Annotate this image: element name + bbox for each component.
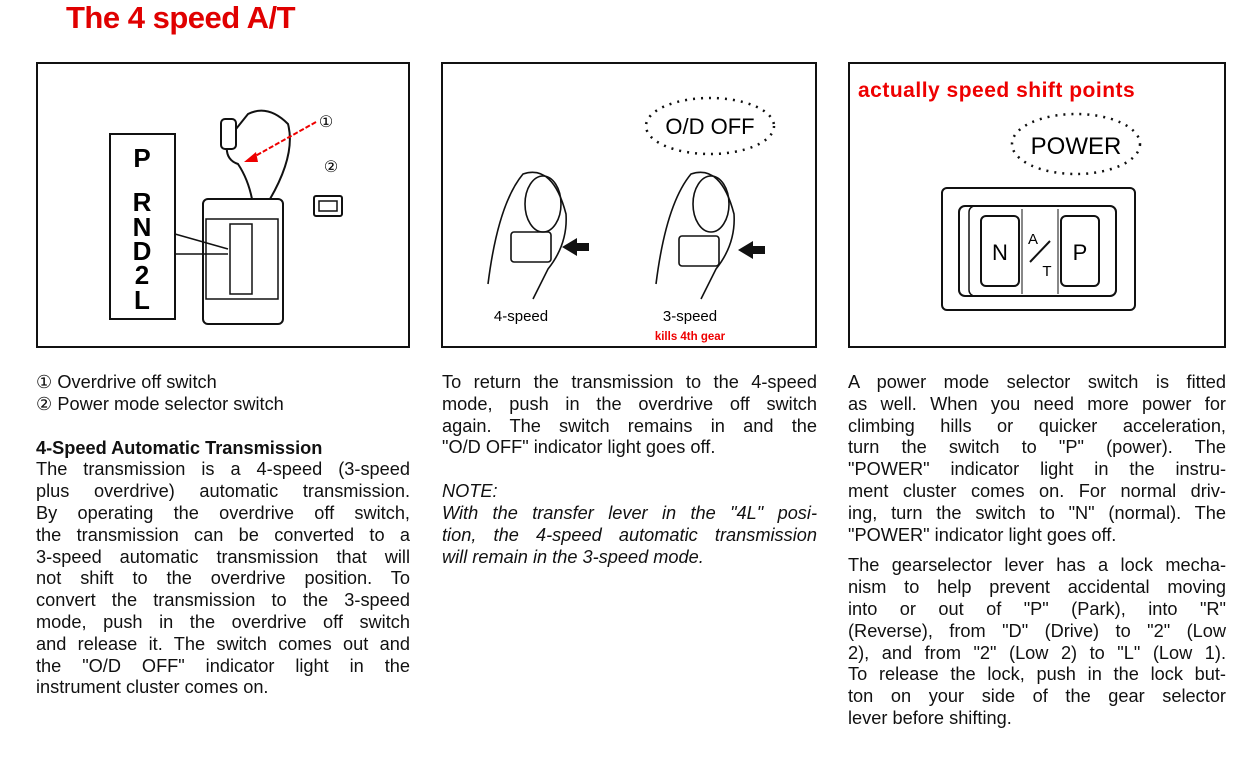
text-line: again. The switch remains in and the	[442, 415, 817, 436]
note-line: With the transfer lever in the "4L" posi…	[442, 502, 817, 523]
pattern-n: N	[133, 212, 152, 242]
text-line: plus overdrive) automatic transmission.	[36, 481, 410, 502]
text-line: nism to help prevent accidental moving	[848, 577, 1226, 598]
note-label: NOTE:	[442, 481, 498, 502]
note-line: tion, the 4-speed automatic transmission	[442, 524, 817, 545]
switch-t: T	[1042, 263, 1051, 280]
speed-shift-annotation: actually speed shift points	[858, 79, 1135, 102]
label-3-speed: 3-speed	[663, 308, 717, 325]
text-line: "POWER" indicator light goes off.	[848, 524, 1117, 545]
callout-2: ②	[324, 159, 338, 176]
text-line: 2), and from "2" (Low 2) to "L" (Low 1).	[848, 642, 1226, 663]
section-heading: 4-Speed Automatic Transmission	[36, 437, 323, 458]
normal-mode-button[interactable]	[980, 215, 1020, 287]
text-line: mode, push in the overdrive off switch	[36, 611, 410, 632]
pattern-l: L	[134, 285, 150, 315]
text-line: as well. When you need more power for	[848, 393, 1226, 414]
text-line: turn the switch to "P" (power). The	[848, 437, 1226, 458]
text-line: mode, push in the overdrive off switch	[442, 393, 817, 414]
text-line: and release it. The switch comes out and	[36, 633, 410, 654]
od-off-indicator: O/D OFF	[665, 114, 754, 139]
figure-gear-selector: P R N D 2 L ① ②	[36, 62, 410, 348]
figure-power-switch: actually speed shift points POWER N P A …	[848, 62, 1226, 348]
figure-overdrive-switch: O/D OFF 4-speed 3-speed kills 4th gear	[441, 62, 817, 348]
column-1-text: ① Overdrive off switch ② Power mode sele…	[36, 372, 410, 699]
switch-n: N	[992, 240, 1008, 265]
kills-4th-gear-note: kills 4th gear	[655, 331, 726, 343]
text-line: To return the transmission to the 4-spee…	[442, 372, 817, 392]
text-line: A power mode selector switch is fitted	[848, 372, 1226, 392]
text-line: The gearselector lever has a lock mecha-	[848, 555, 1226, 576]
text-line: ton on your side of the gear selector	[848, 686, 1226, 707]
text-line: the transmission can be converted to a	[36, 524, 410, 545]
pattern-2: 2	[135, 260, 149, 290]
power-mode-button[interactable]	[1060, 215, 1100, 287]
column-3-text: A power mode selector switch is fitted a…	[848, 372, 1226, 730]
switch-p: P	[1073, 240, 1088, 265]
pattern-r: R	[133, 187, 152, 217]
text-line: climbing hills or quicker acceleration,	[848, 415, 1226, 436]
text-line: ment cluster comes on. For normal driv-	[848, 480, 1226, 501]
text-line: "POWER" indicator light in the instru-	[848, 459, 1226, 480]
column-2-text: To return the transmission to the 4-spee…	[442, 372, 817, 568]
power-switch-illustration: actually speed shift points POWER N P A …	[858, 79, 1142, 311]
switch-a: A	[1028, 231, 1038, 248]
text-line: lever before shifting.	[848, 707, 1012, 728]
text-line: (Reverse), from "D" (Drive) to "2" (Low	[848, 620, 1226, 641]
text-line: The transmission is a 4-speed (3-speed	[36, 459, 410, 480]
overdrive-switch-illustration: O/D OFF 4-speed 3-speed kills 4th gear	[487, 96, 776, 343]
legend-item-1: ① Overdrive off switch	[36, 372, 217, 392]
text-line: instrument cluster comes on.	[36, 677, 269, 698]
text-line: 3-speed automatic transmission that will	[36, 546, 410, 567]
text-line: into or out of "P" (Park), into "R"	[848, 598, 1226, 619]
text-line: not shift to the overdrive position. To	[36, 568, 410, 589]
text-line: ing, turn the switch to "N" (normal). Th…	[848, 502, 1226, 523]
power-indicator: POWER	[1031, 133, 1122, 160]
label-4-speed: 4-speed	[494, 308, 548, 325]
gear-selector-illustration: P R N D 2 L ① ②	[109, 109, 343, 325]
pattern-p: P	[133, 143, 150, 173]
legend-item-2: ② Power mode selector switch	[36, 393, 284, 414]
text-line: the "O/D OFF" indicator light in the	[36, 655, 410, 676]
note-line: will remain in the 3-speed mode.	[442, 546, 704, 567]
text-line: By operating the overdrive off switch,	[36, 502, 410, 523]
text-line: "O/D OFF" indicator light goes off.	[442, 437, 716, 458]
pattern-d: D	[133, 236, 152, 266]
page-title: The 4 speed A/T	[66, 0, 296, 35]
text-line: convert the transmission to the 3-speed	[36, 590, 410, 611]
text-line: To release the lock, push in the lock bu…	[848, 664, 1226, 685]
callout-1: ①	[319, 114, 333, 131]
